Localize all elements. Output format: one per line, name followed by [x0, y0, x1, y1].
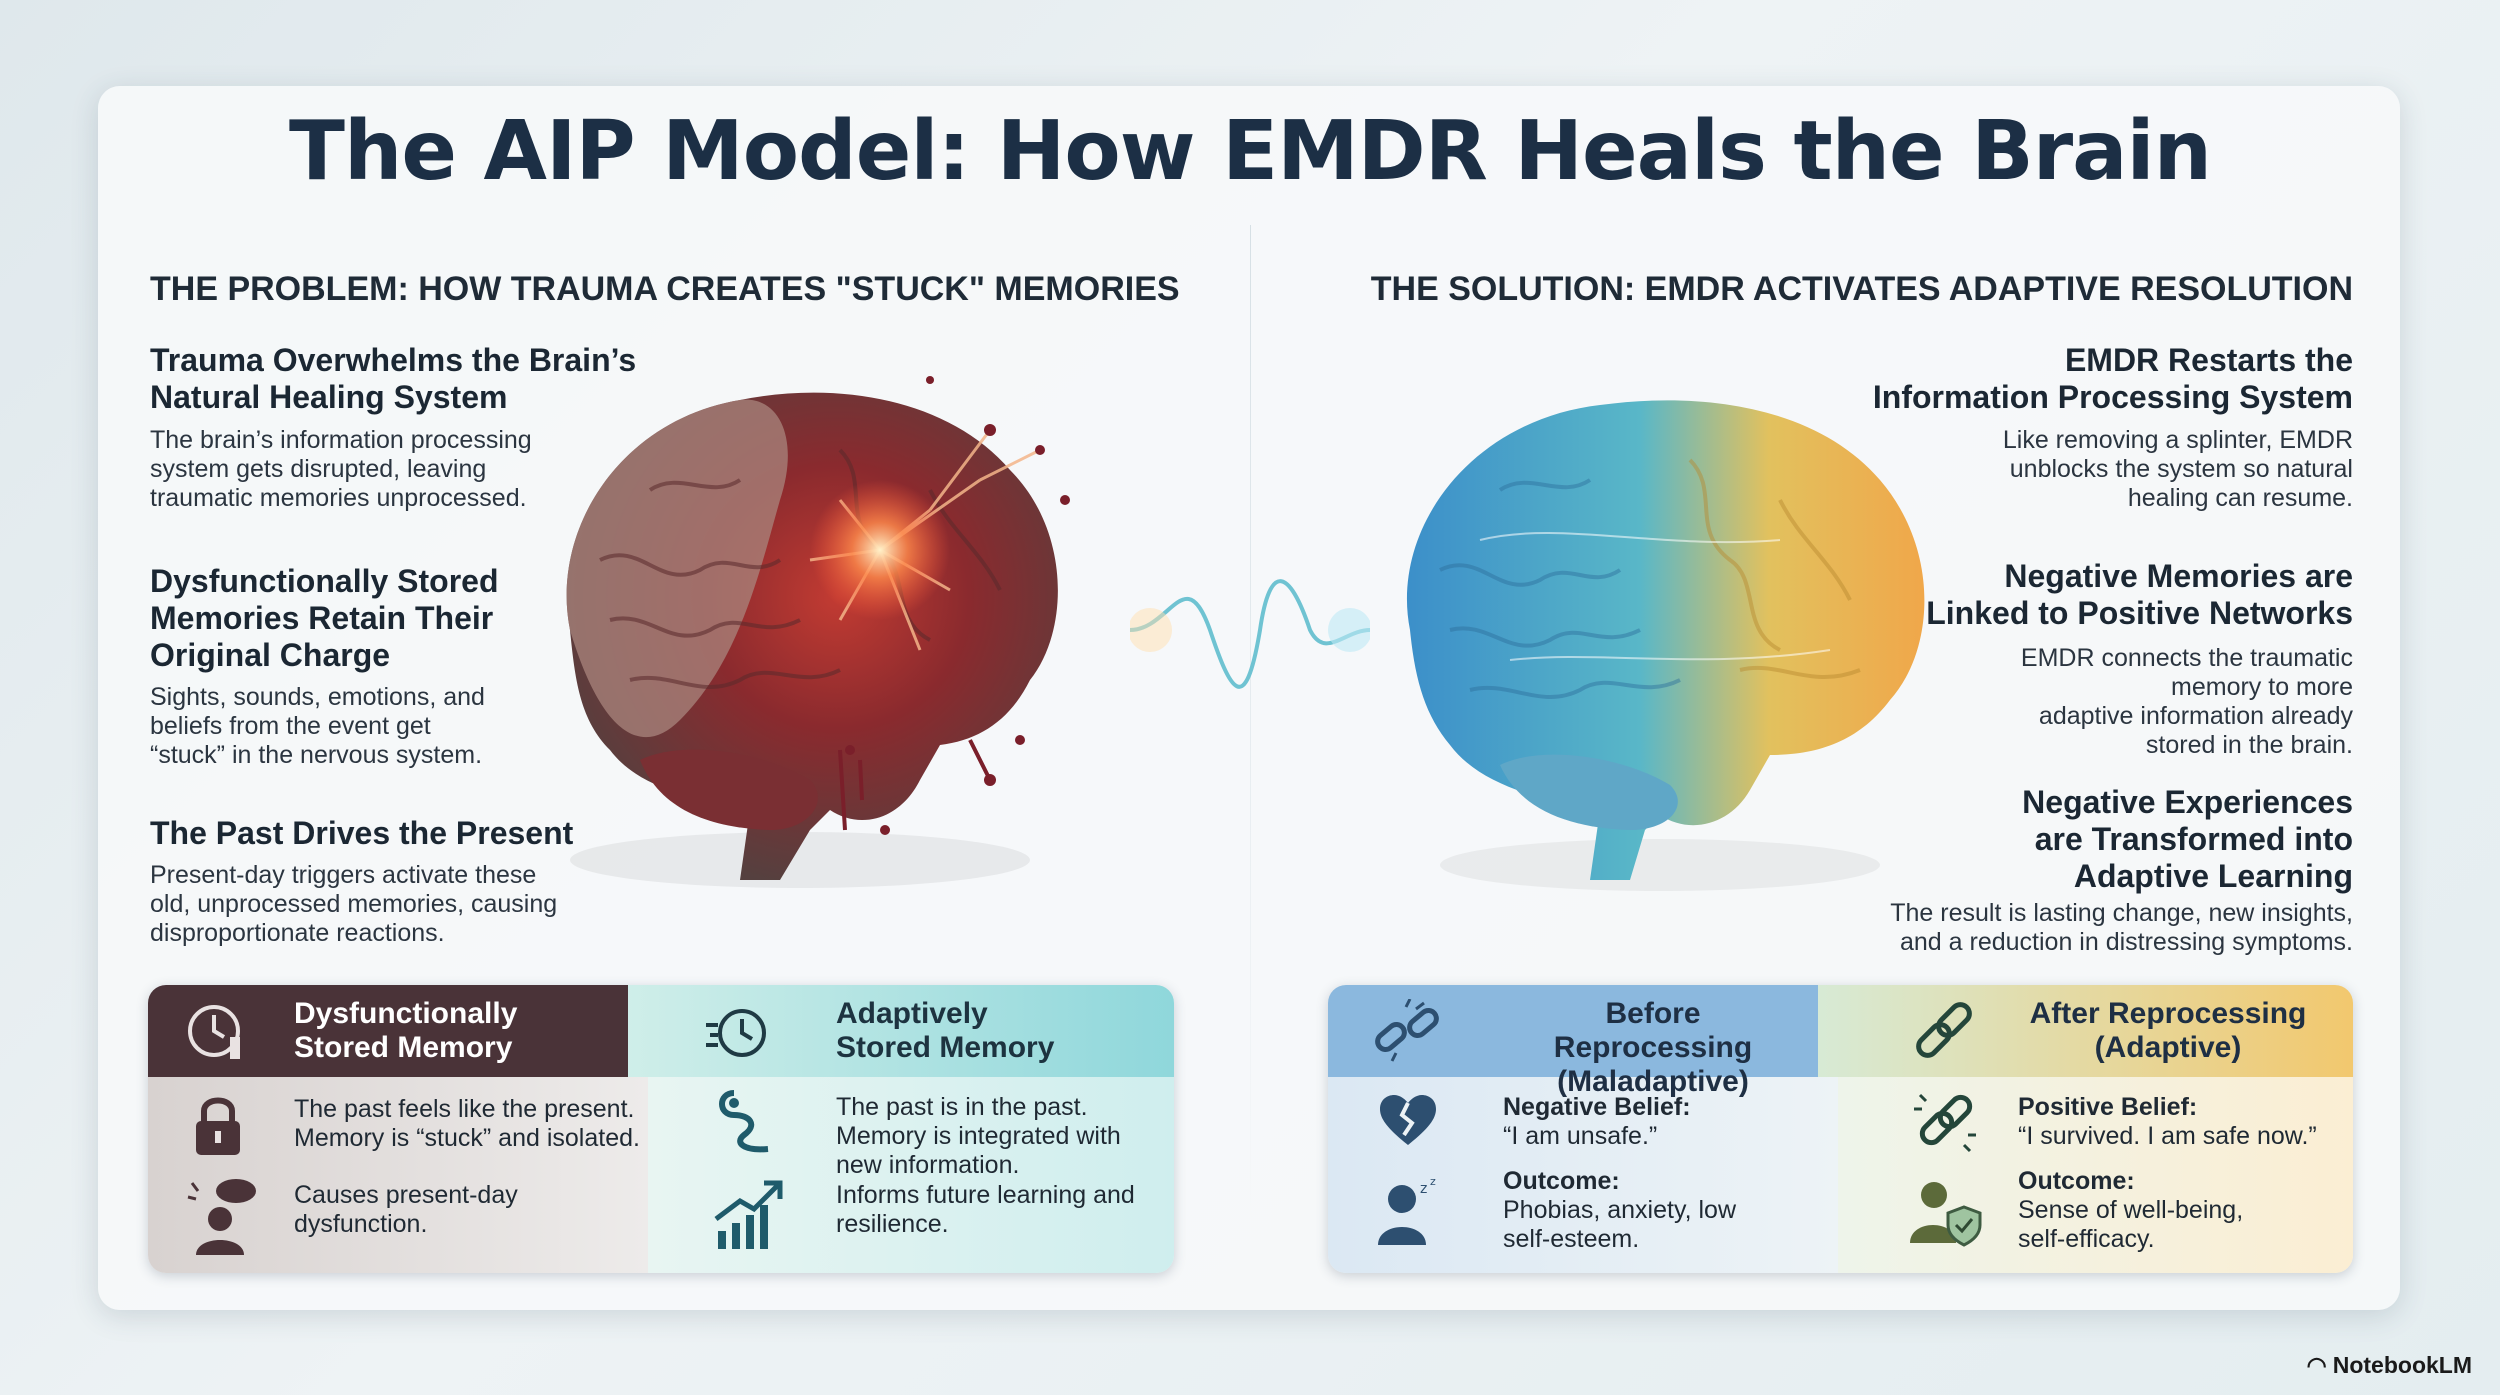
broken-heart-icon	[1380, 1095, 1436, 1145]
problem-section-title: THE PROBLEM: HOW TRAUMA CREATES "STUCK" …	[150, 270, 1180, 308]
broken-chain-icon	[1375, 999, 1439, 1062]
growth-chart-icon	[714, 1180, 783, 1249]
fast-clock-icon	[706, 1009, 766, 1057]
footer-label: NotebookLM	[2332, 1352, 2472, 1378]
dysfunctional-header	[148, 985, 658, 1077]
after-header	[1818, 985, 2353, 1077]
reprocessing-comparison-panel: Before Reprocessing(Maladaptive) After R…	[1328, 985, 2353, 1273]
before-title: Before Reprocessing(Maladaptive)	[1553, 997, 1753, 1098]
svg-text:z: z	[1420, 1181, 1427, 1197]
chain-link-icon	[1916, 1002, 1972, 1058]
center-divider	[1250, 225, 1251, 1225]
winding-road-icon	[719, 1090, 769, 1153]
notebooklm-footer: ◠NotebookLM	[2307, 1352, 2472, 1379]
svg-text:z: z	[1430, 1177, 1436, 1188]
after-belief: Positive Belief:“I survived. I am safe n…	[2018, 1093, 2317, 1150]
stressed-person-icon	[187, 1179, 256, 1255]
traumatized-brain-illustration	[566, 376, 1070, 888]
after-title: After Reprocessing(Adaptive)	[2029, 997, 2307, 1064]
solution-point-3-body: The result is lasting change, new insigh…	[1890, 899, 2353, 956]
before-header	[1328, 985, 1848, 1077]
after-outcome: Outcome: Sense of well-being,self-effica…	[2018, 1167, 2244, 1253]
problem-point-3-heading: The Past Drives the Present	[150, 815, 574, 851]
solution-section-title: THE SOLUTION: EMDR ACTIVATES ADAPTIVE RE…	[1370, 270, 2353, 308]
padlock-icon	[196, 1097, 240, 1155]
page-title: The AIP Model: How EMDR Heals the Brain	[289, 104, 2212, 199]
wave-connector	[1130, 579, 1370, 689]
sad-person-icon: z z	[1378, 1177, 1436, 1245]
before-belief: Negative Belief:“I am unsafe.”	[1503, 1093, 1691, 1150]
notebooklm-logo-icon: ◠	[2306, 1352, 2327, 1378]
broken-clock-icon	[188, 1005, 240, 1059]
safe-person-shield-icon	[1910, 1182, 1982, 1247]
healed-brain-illustration	[1406, 400, 1925, 891]
connected-chain-icon	[1914, 1093, 1976, 1153]
adaptive-row-1: The past is in the past.Memory is integr…	[836, 1093, 1121, 1179]
dysfunctional-row-1: The past feels like the present.Memory i…	[294, 1095, 640, 1152]
